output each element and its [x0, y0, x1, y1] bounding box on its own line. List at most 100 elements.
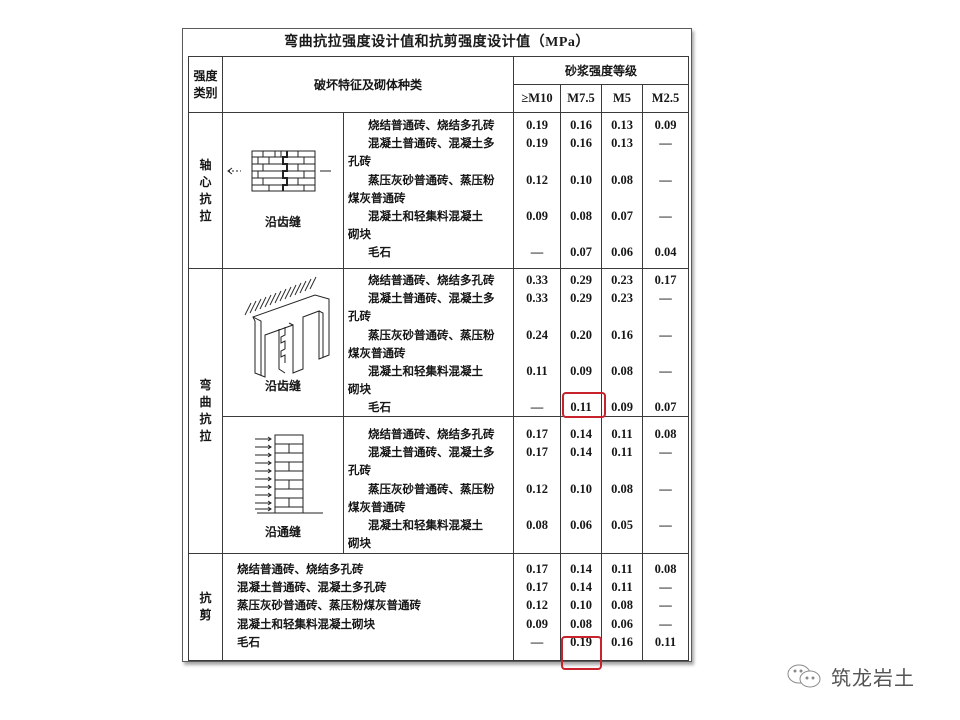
category-char: 曲 — [199, 395, 212, 409]
values-m5: 0.11 0.11 0.08 0.06 0.16 — [601, 553, 644, 661]
value-cell: 0.08 — [526, 517, 548, 532]
material-label: 混凝土和轻集料混凝土 — [368, 363, 483, 378]
values-m5: 0.23 0.23 0.16 0.08 0.09 — [601, 268, 644, 417]
material-label: 蒸压灰砂普通砖、蒸压粉 — [368, 327, 495, 342]
value-cell-highlighted: 0.11 — [570, 400, 592, 415]
value-cell: 0.17 — [526, 427, 548, 441]
highlight-box-shear-rubble-m7-5 — [561, 636, 602, 670]
value-cell: 0.06 — [570, 517, 592, 532]
material-label: 蒸压灰砂普通砖、蒸压粉 — [368, 481, 495, 496]
value-cell: — — [659, 616, 672, 631]
through-joint-bending-figure — [255, 434, 323, 514]
values-m2-5: 0.08 — — — — [642, 416, 690, 554]
value-cell: — — [659, 598, 672, 613]
value-cell: — — [530, 245, 544, 260]
material-label: 煤灰普通砖 — [348, 499, 406, 514]
values-m2-5: 0.08 — — — 0.11 — [642, 553, 690, 661]
values-m10: 0.33 0.33 0.24 0.11 — — [513, 268, 562, 417]
material-label: 混凝土普通砖、混凝土多孔砖 — [237, 580, 387, 595]
material-label: 孔砖 — [348, 309, 371, 324]
category-char: 拉 — [199, 208, 212, 223]
value-cell: 0.20 — [570, 327, 592, 342]
value-cell: 0.11 — [611, 445, 633, 460]
value-cell: — — [659, 363, 672, 378]
material-label: 烧结普通砖、烧结多孔砖 — [368, 273, 495, 287]
figure-cell: 沿齿缝 — [222, 268, 344, 417]
category-char: 抗 — [199, 591, 212, 605]
value-cell: 0.24 — [526, 327, 548, 342]
brick-wall-axial-tension-figure — [227, 150, 331, 192]
material-list: 烧结普通砖、烧结多孔砖 混凝土普通砖、混凝土多 孔砖 蒸压灰砂普通砖、蒸压粉 煤… — [342, 112, 515, 269]
value-cell: 0.07 — [654, 400, 677, 415]
toothed-joint-bending-figure — [244, 276, 330, 378]
value-cell: 0.09 — [654, 118, 677, 132]
figure-cell: 沿齿缝 — [222, 112, 344, 269]
value-cell: 0.23 — [611, 273, 633, 287]
material-label: 煤灰普通砖 — [348, 190, 406, 205]
value-cell: 0.17 — [526, 580, 548, 595]
value-cell: — — [659, 327, 672, 342]
value-cell: 0.12 — [526, 172, 548, 187]
value-cell: 0.13 — [611, 118, 633, 132]
category-shear: 抗 剪 — [188, 553, 223, 661]
value-cell: 0.33 — [526, 291, 548, 306]
value-cell: 0.16 — [611, 327, 633, 342]
values-m7-5: 0.14 0.14 0.10 0.06 — [560, 416, 603, 554]
section-bending-toothed: 弯 曲 抗 拉 — [188, 268, 690, 554]
value-cell: 0.13 — [611, 136, 633, 151]
material-label: 砌块 — [348, 382, 371, 397]
material-label: 混凝土普通砖、混凝土多 — [368, 291, 495, 306]
figure-cell: 沿通缝 — [222, 416, 344, 554]
value-cell: — — [659, 172, 672, 187]
material-label: 混凝土和轻集料混凝土砌块 — [237, 616, 375, 631]
figure-label: 沿齿缝 — [264, 215, 301, 229]
header-category: 强度 类别 — [188, 56, 223, 113]
wechat-icon — [787, 664, 821, 687]
values-m10: 0.19 0.19 0.12 0.09 — — [513, 112, 562, 269]
header-feature: 破坏特征及砌体种类 — [221, 56, 515, 113]
values-m7-5: 0.16 0.16 0.10 0.08 0.07 — [560, 112, 603, 269]
value-cell: 0.11 — [654, 634, 677, 649]
value-cell: — — [659, 445, 672, 460]
values-m5: 0.13 0.13 0.08 0.07 0.06 — [601, 112, 644, 269]
material-label: 孔砖 — [348, 154, 371, 169]
value-cell: 0.10 — [570, 598, 592, 613]
value-cell: 0.14 — [570, 580, 592, 595]
material-label: 烧结普通砖、烧结多孔砖 — [368, 118, 495, 132]
value-cell: 0.23 — [611, 291, 633, 306]
material-label: 烧结普通砖、烧结多孔砖 — [237, 562, 364, 576]
header-category-line2: 类别 — [193, 85, 218, 100]
material-label: 蒸压灰砂普通砖、蒸压粉煤灰普通砖 — [237, 598, 421, 613]
value-cell: 0.16 — [570, 136, 592, 151]
material-label: 混凝土普通砖、混凝土多 — [368, 445, 495, 460]
category-char: 抗 — [199, 191, 212, 206]
value-cell: 0.09 — [611, 400, 633, 415]
grade-m2-5: M2.5 — [642, 84, 690, 113]
value-cell-highlighted: 0.19 — [570, 634, 592, 649]
material-label: 毛石 — [368, 245, 391, 260]
value-cell: 0.06 — [611, 245, 633, 260]
value-cell: 0.10 — [570, 481, 592, 496]
value-cell: 0.08 — [611, 172, 633, 187]
value-cell: 0.11 — [611, 580, 633, 595]
material-label: 混凝土普通砖、混凝土多 — [368, 136, 495, 151]
value-cell: 0.08 — [611, 363, 633, 378]
material-label: 蒸压灰砂普通砖、蒸压粉 — [368, 172, 495, 187]
value-cell: — — [530, 634, 544, 649]
value-cell: 0.17 — [654, 273, 677, 287]
material-label: 毛石 — [368, 400, 391, 415]
value-cell: — — [659, 291, 672, 306]
table-title: 弯曲抗拉强度设计值和抗剪强度设计值（MPa） — [183, 29, 691, 56]
value-cell: 0.09 — [526, 208, 548, 223]
value-cell: 0.07 — [570, 245, 592, 260]
material-label: 孔砖 — [348, 463, 371, 478]
title-unit: （MPa） — [530, 35, 590, 50]
value-cell: 0.12 — [526, 598, 548, 613]
values-m2-5: 0.09 — — — 0.04 — [642, 112, 690, 269]
material-label: 混凝土和轻集料混凝土 — [368, 208, 483, 223]
category-char: 弯 — [199, 378, 212, 392]
grade-m7-5: M7.5 — [560, 84, 603, 113]
value-cell: 0.08 — [654, 427, 677, 441]
material-label: 毛石 — [237, 634, 260, 649]
watermark: 筑龙岩土 — [785, 662, 915, 691]
